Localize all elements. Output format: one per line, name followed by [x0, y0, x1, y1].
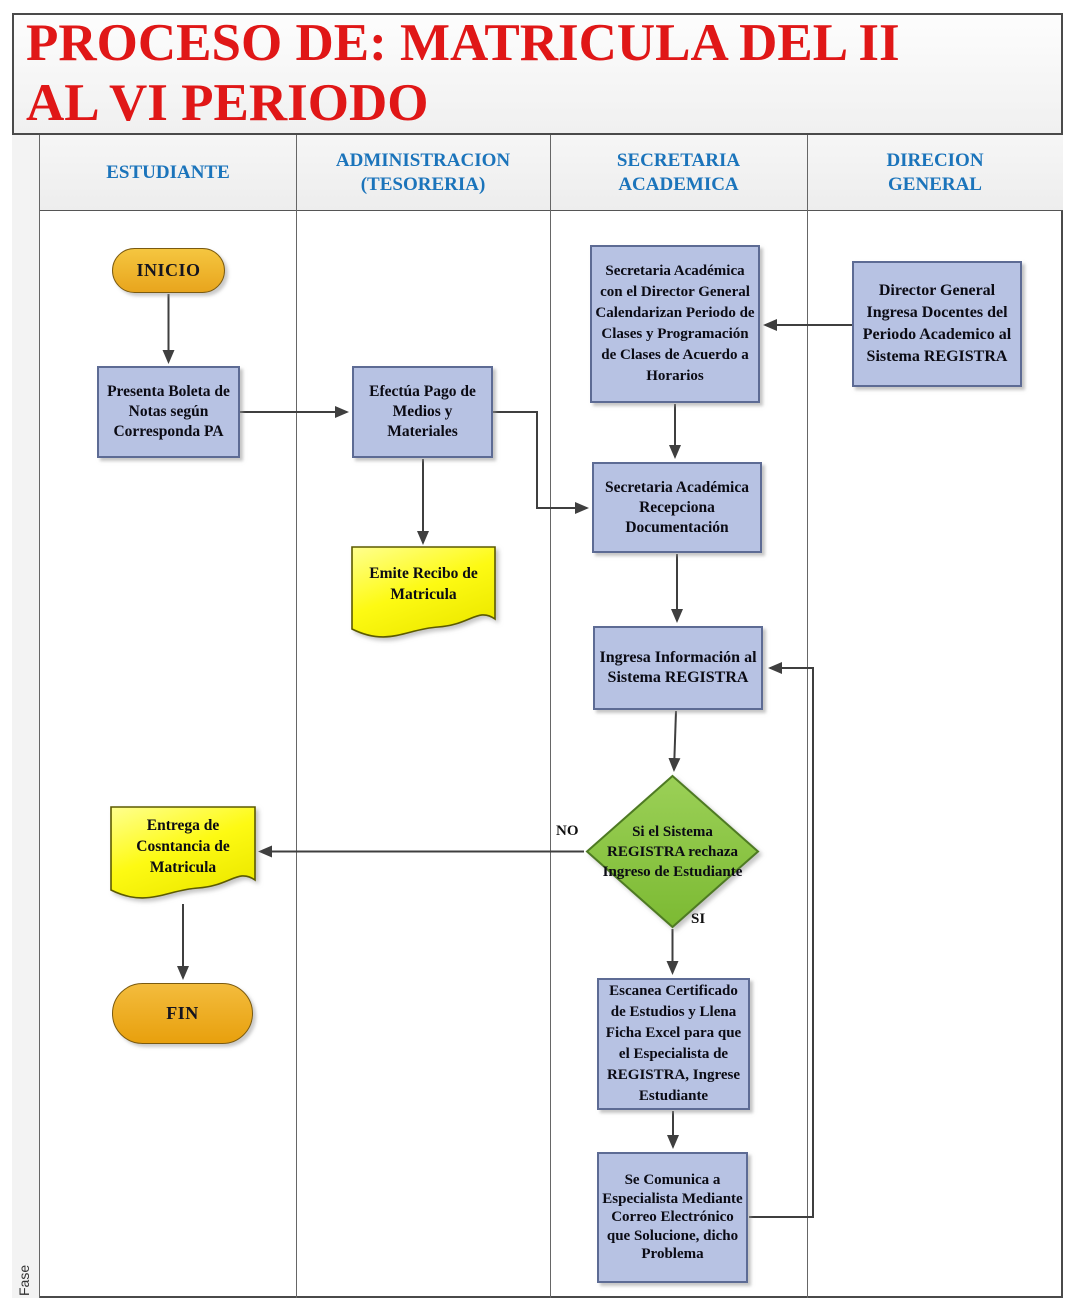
process-presenta-boleta: Presenta Boleta de Notas según Correspon…	[97, 366, 240, 458]
page-title-line1: PROCESO DE: MATRICULA DEL II	[26, 14, 900, 72]
swimlane-frame	[12, 13, 1063, 1298]
process-director-ingresa: Director General Ingresa Docentes del Pe…	[852, 261, 1022, 387]
terminator-inicio: INICIO	[112, 248, 225, 293]
lane-header-administracion: ADMINISTRACION (TESORERIA)	[296, 135, 550, 211]
lane-header-label: ADMINISTRACION (TESORERIA)	[335, 150, 511, 195]
process-calendarizan: Secretaria Académica con el Director Gen…	[590, 245, 760, 403]
edge-label-no: NO	[556, 823, 579, 839]
terminator-fin: FIN	[112, 983, 253, 1044]
lane-header-label: ESTUDIANTE	[106, 162, 230, 183]
process-recepciona: Secretaria Académica Recepciona Document…	[592, 462, 762, 553]
lane-divider	[296, 135, 297, 1298]
document-entrega-constancia-label: Entrega de Cosntancia de Matricula	[136, 816, 230, 876]
process-se-comunica: Se Comunica a Especialista Mediante Corr…	[597, 1152, 748, 1283]
lane-header-label: SECRETARIA ACADEMICA	[616, 150, 741, 195]
lane-header-label: DIRECION GENERAL	[886, 150, 984, 195]
lane-header-estudiante: ESTUDIANTE	[40, 135, 296, 211]
title-bar: PROCESO DE: MATRICULA DEL II AL VI PERIO…	[12, 13, 1063, 135]
fase-column	[12, 135, 40, 1298]
process-efectua-pago: Efectúa Pago de Medios y Materiales	[352, 366, 493, 458]
decision-diamond-label: Si el Sistema REGISTRA rechaza Ingreso d…	[602, 823, 743, 880]
fase-label: Fase	[16, 1264, 32, 1296]
lane-header-row	[12, 135, 1063, 211]
process-ingresa-informacion: Ingresa Información al Sistema REGISTRA	[593, 626, 763, 710]
lane-header-direccion: DIRECION GENERAL	[807, 135, 1063, 211]
page-title: PROCESO DE: MATRICULA DEL II AL VI PERIO…	[26, 13, 1056, 133]
lane-divider	[807, 135, 808, 1298]
edge-label-si: SI	[691, 911, 706, 927]
lane-header-secretaria: SECRETARIA ACADEMICA	[550, 135, 807, 211]
lane-divider	[550, 135, 551, 1298]
document-emite-recibo-label: Emite Recibo de Matricula	[369, 565, 478, 603]
process-escanea: Escanea Certificado de Estudios y Llena …	[597, 978, 750, 1110]
page-title-line2: AL VI PERIODO	[26, 74, 429, 132]
